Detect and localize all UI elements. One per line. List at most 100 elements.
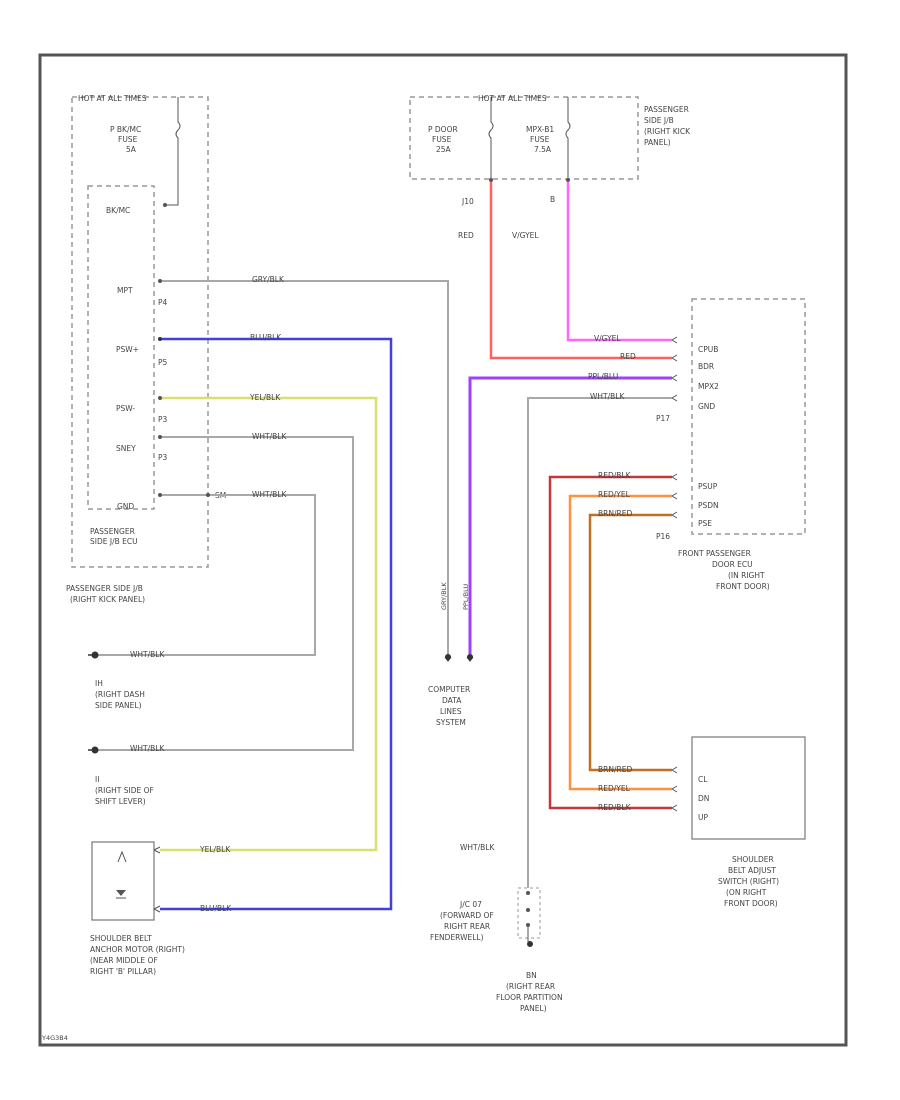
pin-bkmc: BK/MC	[106, 206, 130, 215]
wire-label-red-pin: RED	[620, 352, 636, 361]
motor-label-3: (NEAR MIDDLE OF	[90, 956, 158, 965]
mpx-fuse-2: FUSE	[530, 135, 550, 144]
pjb-top-label-1: PASSENGER	[644, 105, 689, 114]
mpx-fuse-1: MPX-B1	[526, 125, 554, 134]
wire-label-blu-blk-motor: BLU/BLK	[200, 904, 232, 913]
switch-label-5: FRONT DOOR)	[724, 899, 778, 908]
wire-ppl-blu	[468, 376, 672, 655]
pin-sney: SNEY	[116, 444, 136, 453]
computer-data-label-2: DATA	[442, 696, 462, 705]
wire-red-yel	[568, 494, 672, 791]
wire-yel-blk	[160, 396, 378, 852]
wire-label-red-yel-1: RED/YEL	[598, 490, 631, 499]
jb-sub-label-2: (RIGHT KICK PANEL)	[70, 595, 145, 604]
diagram-code: Y4G3B4	[41, 1034, 68, 1042]
wire-label-v-yel-pin: V/GYEL	[594, 334, 621, 343]
wire-label-wht-blk-gnd2: WHT/BLK	[590, 392, 625, 401]
p-bk-fuse-line2: FUSE	[118, 135, 138, 144]
switch-label-2: BELT ADJUST	[728, 866, 776, 875]
conn-p3b: P3	[158, 453, 168, 462]
wire-label-gry-blk-vertical: GRY/BLK	[440, 582, 448, 610]
p-door-fuse-symbol	[488, 97, 494, 178]
door-pin-mpx2: MPX2	[698, 382, 719, 391]
p-bk-fuse-line1: P BK/MC	[110, 125, 141, 134]
junction-label-4: FENDERWELL)	[430, 933, 484, 942]
mpx-fuse-symbol	[565, 97, 571, 178]
wire-label-red-blk-1: RED/BLK	[598, 471, 632, 480]
label-b: B	[550, 195, 555, 204]
switch-label-1: SHOULDER	[732, 855, 774, 864]
door-pin-bdr: BDR	[698, 362, 714, 371]
computer-data-label-3: LINES	[440, 707, 462, 716]
ground-bottom-label-1: BN	[526, 971, 537, 980]
ground-ii-label-1: II	[95, 775, 99, 784]
door-ecu-label-2: DOOR ECU	[712, 560, 753, 569]
pin-psw-plus: PSW+	[116, 345, 139, 354]
wire-label-red: RED	[458, 231, 474, 240]
junction-label-2: (FORWARD OF	[440, 911, 494, 920]
jb-ecu-label-2: SIDE J/B ECU	[90, 537, 138, 546]
ground-ih-label-2: (RIGHT DASH	[95, 690, 145, 699]
pjb-top-label-2: SIDE J/B	[644, 116, 674, 125]
passenger-jb-top-box	[409, 96, 639, 180]
p-bk-fuse-symbol	[165, 97, 181, 206]
label-j10: J10	[461, 197, 474, 206]
switch-label-3: SWITCH (RIGHT)	[718, 877, 779, 886]
passenger-jb-top-group: HOT AT ALL TIMES P DOOR FUSE 25A MPX-B1 …	[409, 94, 691, 206]
motor-box	[91, 841, 155, 921]
front-door-ecu: CPUB BDR MPX2 GND P17 PSUP PSDN PSE P16 …	[656, 298, 806, 591]
door-pin-cpub: CPUB	[698, 345, 718, 354]
door-ecu-label-3: (IN RIGHT	[728, 571, 765, 580]
junction-label-1: J/C 07	[459, 900, 482, 909]
wire-label-red-yel-2: RED/YEL	[598, 784, 631, 793]
wire-label-wht-blk-g2: WHT/BLK	[130, 744, 165, 753]
switch-pin-dn: DN	[698, 794, 709, 803]
junction-label-3: RIGHT REAR	[444, 922, 490, 931]
pin-gnd: GND	[117, 502, 134, 511]
ground-bottom-label-4: PANEL)	[520, 1004, 547, 1013]
switch-pin-cl: CL	[698, 775, 708, 784]
ground-ih-label-3: SIDE PANEL)	[95, 701, 142, 710]
door-ecu-label-1: FRONT PASSENGER	[678, 549, 751, 558]
junction-connector: J/C 07 (FORWARD OF RIGHT REAR FENDERWELL…	[430, 887, 563, 1013]
door-ecu-label-4: FRONT DOOR)	[716, 582, 770, 591]
wire-label-brn-red-2: BRN/RED	[598, 765, 632, 774]
pin-psw-minus: PSW-	[116, 404, 135, 413]
wire-red-blk	[548, 475, 672, 810]
ground-ii: II (RIGHT SIDE OF SHIFT LEVER)	[88, 746, 154, 806]
door-pin-gnd: GND	[698, 402, 715, 411]
computer-data-lines: COMPUTER DATA LINES SYSTEM	[428, 654, 474, 727]
p-door-fuse-2: FUSE	[432, 135, 452, 144]
belt-switch-box	[691, 736, 806, 840]
motor-label-4: RIGHT 'B' PILLAR)	[90, 967, 156, 976]
wire-label-wht-blk-bottom: WHT/BLK	[460, 843, 495, 852]
door-pin-psdn: PSDN	[698, 501, 719, 510]
passenger-jb-group: HOT AT ALL TIMES P BK/MC FUSE 5A BK/MC M…	[66, 94, 226, 604]
jb-ecu-box	[87, 185, 155, 510]
wire-gry-blk	[160, 280, 449, 655]
wire-label-blu-blk-top: BLU/BLK	[250, 333, 282, 342]
ground-ii-label-2: (RIGHT SIDE OF	[95, 786, 154, 795]
wire-label-gry-blk: GRY/BLK	[252, 275, 285, 284]
wire-wht-blk-door-gnd	[527, 397, 672, 888]
ground-ii-label-3: SHIFT LEVER)	[95, 797, 146, 806]
wire-label-red-blk-2: RED/BLK	[598, 803, 632, 812]
computer-data-label-4: SYSTEM	[436, 718, 466, 727]
computer-data-label-1: COMPUTER	[428, 685, 470, 694]
belt-anchor-motor: SHOULDER BELT ANCHOR MOTOR (RIGHT) (NEAR…	[90, 841, 185, 976]
jb-ecu-label-1: PASSENGER	[90, 527, 135, 536]
door-conn-p17: P17	[656, 414, 670, 423]
switch-pin-up: UP	[698, 813, 708, 822]
wire-label-yel-blk-top: YEL/BLK	[249, 393, 281, 402]
mpx-fuse-3: 7.5A	[534, 145, 552, 154]
p-door-fuse-3: 25A	[436, 145, 452, 154]
wire-v-yel	[566, 182, 672, 342]
motor-label-1: SHOULDER BELT	[90, 934, 152, 943]
pjb-top-label-4: PANEL)	[644, 138, 671, 147]
pin-mpt: MPT	[117, 286, 133, 295]
front-door-ecu-box	[691, 298, 806, 535]
door-conn-p16: P16	[656, 532, 670, 541]
wire-label-ppl-blu-vertical: PPL/BLU	[462, 584, 470, 610]
wire-label-yel-blk-motor: YEL/BLK	[199, 845, 231, 854]
